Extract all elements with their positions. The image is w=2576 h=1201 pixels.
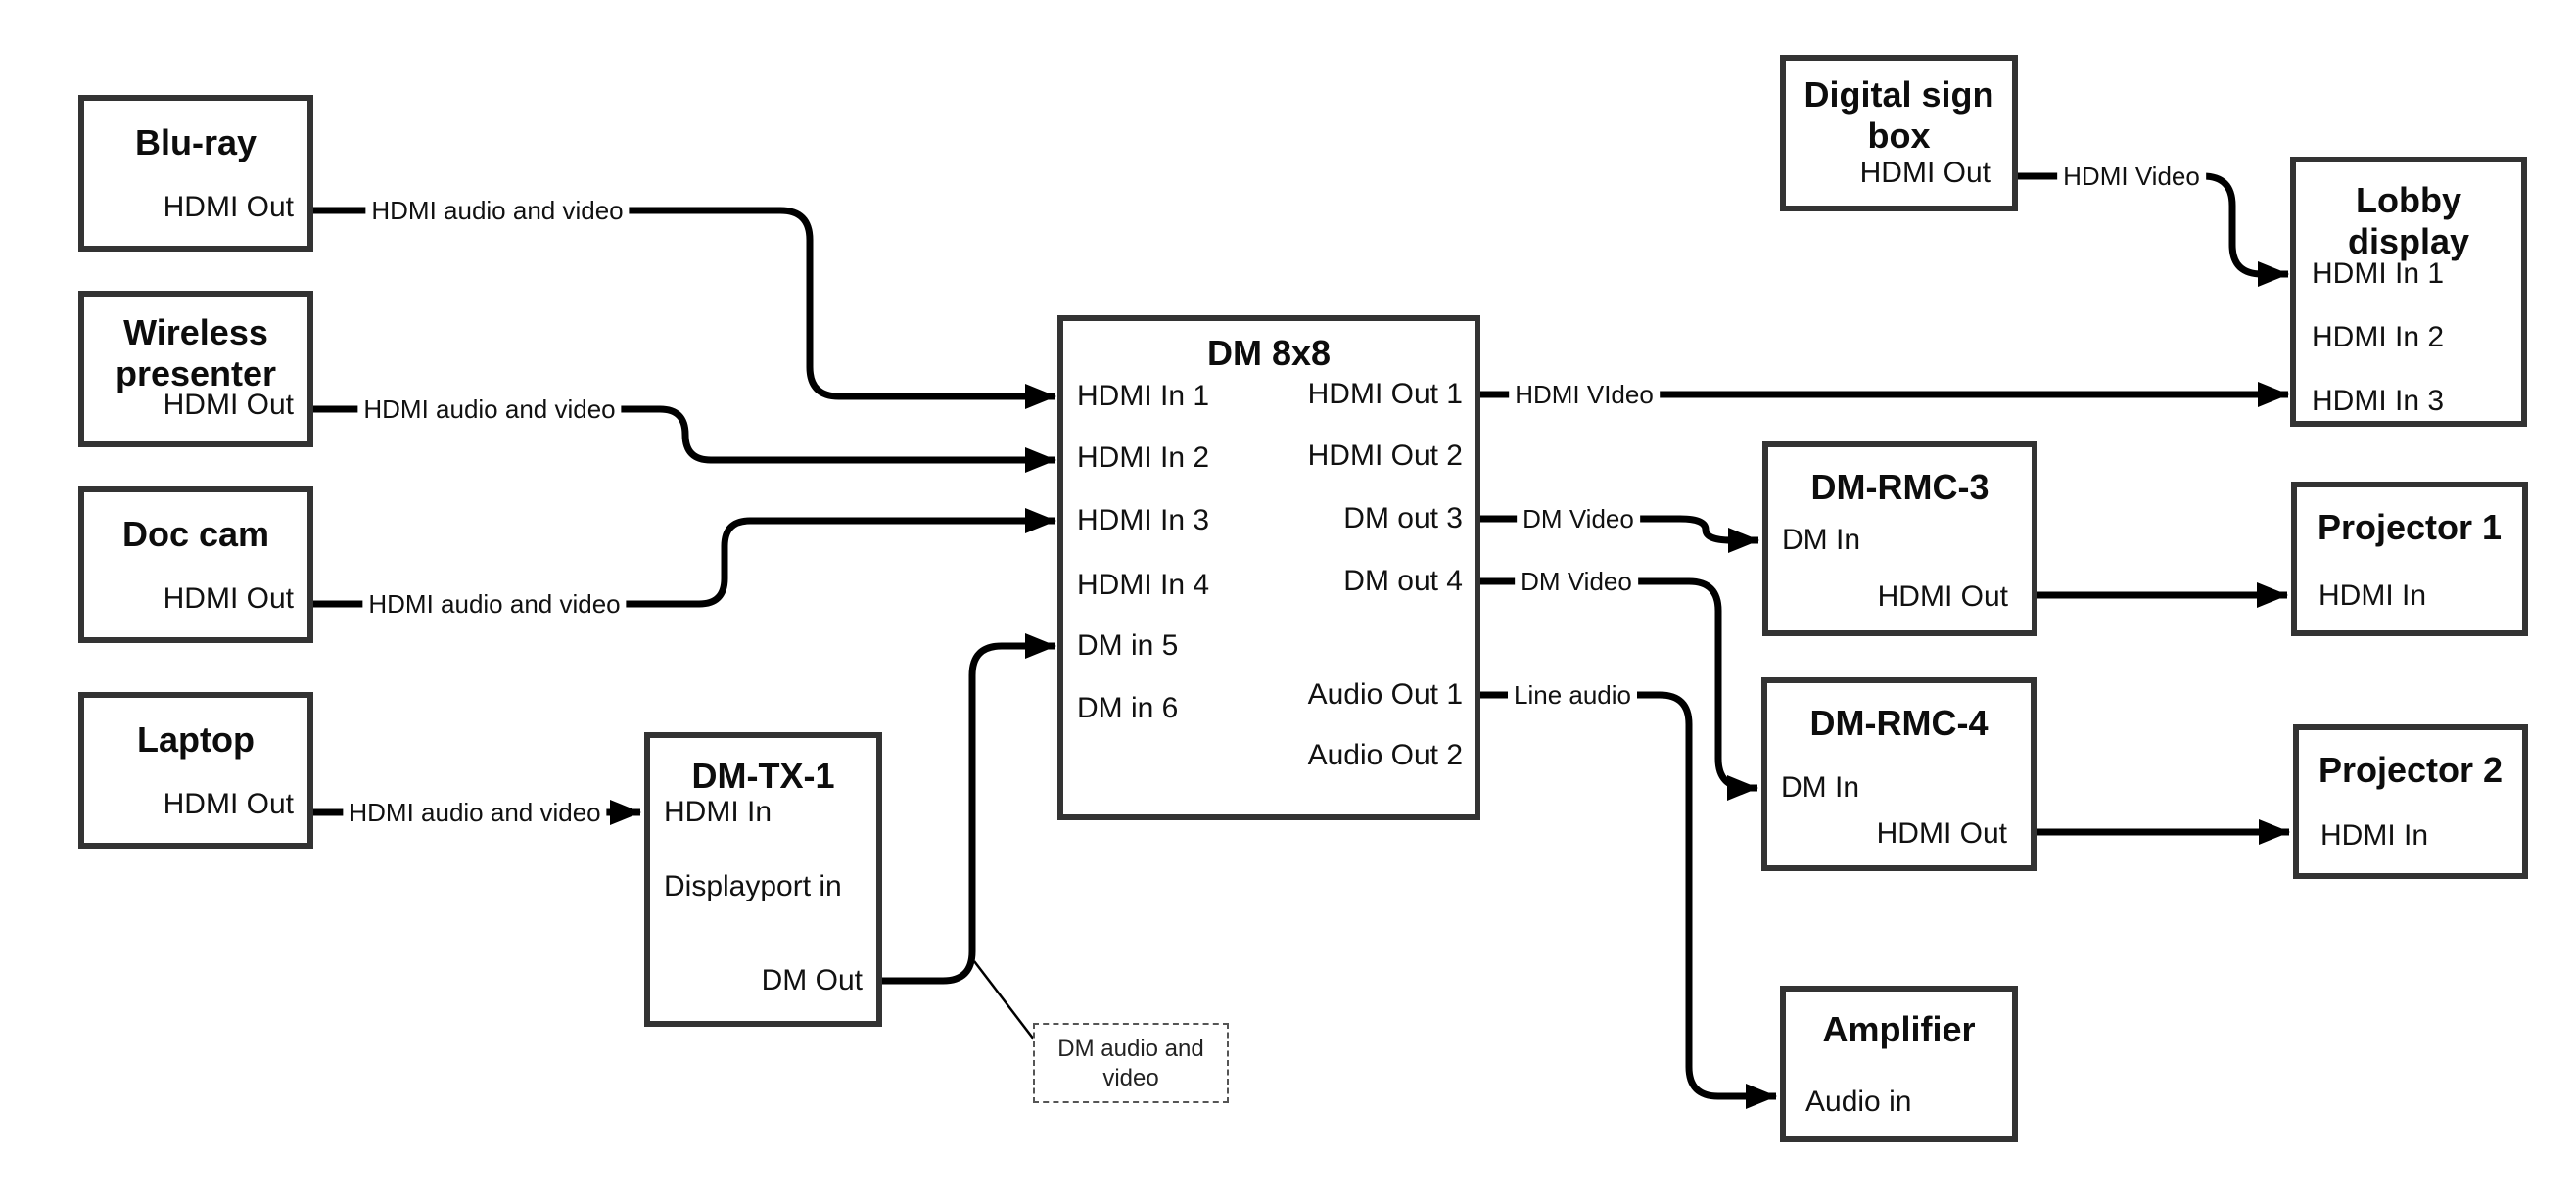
port-wireless-hdmi-out: HDMI Out: [163, 389, 294, 421]
wire-label-hdmi-video-sign: HDMI Video: [2057, 161, 2206, 192]
port-lobby-hdmi-in-1: HDMI In 1: [2312, 257, 2445, 290]
node-wireless-title-line1: Wireless: [123, 312, 268, 352]
port-dm8x8-dm-in-6: DM in 6: [1077, 692, 1179, 724]
wire-label-hdmi-audio-video-2: HDMI audio and video: [357, 393, 622, 425]
annotation-leader-line: [973, 960, 1035, 1040]
wire-label-line-audio: Line audio: [1508, 679, 1637, 711]
port-doccam-hdmi-out: HDMI Out: [163, 582, 294, 615]
node-projector-2: Projector 2 HDMI In: [2293, 724, 2528, 879]
port-dmrmc4-dm-in: DM In: [1781, 771, 1860, 804]
node-doccam-title: Doc cam: [121, 514, 270, 554]
port-amplifier-audio-in: Audio in: [1805, 1086, 1912, 1118]
node-proj1-title: Projector 1: [2317, 507, 2503, 547]
wire-doccam-to-dm8x8-hdmi-in-3: [313, 508, 1056, 608]
wire-dmtx1-to-dm8x8-dm-in-5: [882, 633, 1056, 985]
port-dm8x8-dm-in-5: DM in 5: [1077, 629, 1179, 662]
wire-label-hdmi-audio-video-3: HDMI audio and video: [362, 588, 627, 620]
node-lobby-title-line2: display: [2347, 220, 2470, 261]
port-dm8x8-dm-out-3: DM out 3: [1343, 502, 1463, 534]
node-bluray: Blu-ray HDMI Out: [78, 95, 313, 252]
node-laptop: Laptop HDMI Out: [78, 692, 313, 849]
node-bluray-title: Blu-ray: [134, 122, 258, 162]
node-proj2-title: Projector 2: [2318, 750, 2504, 790]
wire-dm8x8-dm-out-4-to-dmrmc4: [1480, 577, 1758, 801]
node-lobby-title-line1: Lobby: [2356, 180, 2461, 220]
wire-dm8x8-dm-out-3-to-dmrmc3: [1480, 515, 1759, 553]
node-doc-cam: Doc cam HDMI Out: [78, 486, 313, 643]
node-dm-rmc-3: DM-RMC-3 DM In HDMI Out: [1762, 441, 2037, 636]
node-wireless-presenter: Wireless presenter HDMI Out: [78, 291, 313, 447]
node-lobby-title: Lobby display: [2296, 180, 2521, 262]
node-dmrmc4-title: DM-RMC-4: [1809, 703, 1989, 743]
node-wireless-title: Wireless presenter: [84, 312, 307, 394]
node-dmtx1-title: DM-TX-1: [691, 756, 835, 796]
wire-label-hdmi-video-out1: HDMI VIdeo: [1509, 379, 1660, 410]
node-digital-sign-box: Digital sign box HDMI Out: [1780, 55, 2018, 211]
node-digitalsign-title-line2: box: [1867, 115, 1931, 156]
node-lobby-display: Lobby display HDMI In 1 HDMI In 2 HDMI I…: [2290, 157, 2527, 427]
node-dm8x8-title: DM 8x8: [1206, 333, 1332, 373]
node-digitalsign-title-line1: Digital sign: [1803, 74, 1994, 115]
node-wireless-title-line2: presenter: [115, 352, 277, 393]
port-dm8x8-hdmi-in-1: HDMI In 1: [1077, 380, 1210, 412]
port-dm8x8-hdmi-in-4: HDMI In 4: [1077, 569, 1210, 601]
node-dm-tx-1: DM-TX-1 HDMI In Displayport in DM Out: [644, 732, 882, 1027]
port-digitalsign-hdmi-out: HDMI Out: [1859, 157, 1991, 189]
port-laptop-hdmi-out: HDMI Out: [163, 788, 294, 820]
node-amplifier-title: Amplifier: [1822, 1009, 1976, 1049]
port-proj1-hdmi-in: HDMI In: [2318, 579, 2427, 612]
wire-label-dm-video-out3: DM Video: [1517, 503, 1640, 534]
wire-bluray-to-dm8x8-hdmi-in-1: [313, 207, 1056, 409]
wire-wireless-to-dm8x8-hdmi-in-2: [313, 405, 1056, 473]
port-dmrmc3-dm-in: DM In: [1782, 524, 1861, 556]
port-bluray-hdmi-out: HDMI Out: [163, 191, 294, 223]
port-dm8x8-audio-out-2: Audio Out 2: [1307, 739, 1463, 771]
wire-label-dm-video-out4: DM Video: [1515, 566, 1638, 597]
wire-label-hdmi-audio-video-1: HDMI audio and video: [365, 195, 630, 226]
node-amplifier: Amplifier Audio in: [1780, 986, 2018, 1142]
port-dm8x8-hdmi-in-2: HDMI In 2: [1077, 441, 1210, 474]
port-dmrmc4-hdmi-out: HDMI Out: [1876, 817, 2007, 850]
port-dm8x8-audio-out-1: Audio Out 1: [1307, 678, 1463, 711]
port-proj2-hdmi-in: HDMI In: [2320, 819, 2429, 852]
wire-digitalsign-to-lobby: [2018, 172, 2289, 287]
port-lobby-hdmi-in-3: HDMI In 3: [2312, 385, 2445, 417]
port-dm8x8-hdmi-out-2: HDMI Out 2: [1307, 439, 1463, 472]
wire-dm8x8-audio-out-1-to-amp: [1480, 691, 1777, 1109]
port-dm8x8-hdmi-out-1: HDMI Out 1: [1307, 378, 1463, 410]
node-laptop-title: Laptop: [137, 719, 255, 760]
node-dm-rmc-4: DM-RMC-4 DM In HDMI Out: [1761, 677, 2037, 871]
port-dmtx1-dm-out: DM Out: [761, 964, 863, 996]
port-dm8x8-hdmi-in-3: HDMI In 3: [1077, 504, 1210, 536]
port-dm8x8-dm-out-4: DM out 4: [1343, 565, 1463, 597]
port-dmtx1-hdmi-in: HDMI In: [664, 796, 773, 828]
annotation-dm-audio-and-video: DM audio and video: [1033, 1023, 1229, 1103]
wire-label-hdmi-audio-video-4: HDMI audio and video: [343, 797, 607, 828]
port-dmtx1-displayport-in: Displayport in: [664, 870, 842, 902]
node-digitalsign-title: Digital sign box: [1786, 74, 2012, 157]
node-projector-1: Projector 1 HDMI In: [2291, 482, 2528, 636]
node-dm-8x8: DM 8x8 HDMI In 1 HDMI In 2 HDMI In 3 HDM…: [1057, 315, 1480, 820]
port-lobby-hdmi-in-2: HDMI In 2: [2312, 321, 2445, 353]
node-dmrmc3-title: DM-RMC-3: [1810, 467, 1990, 507]
port-dmrmc3-hdmi-out: HDMI Out: [1877, 580, 2008, 613]
